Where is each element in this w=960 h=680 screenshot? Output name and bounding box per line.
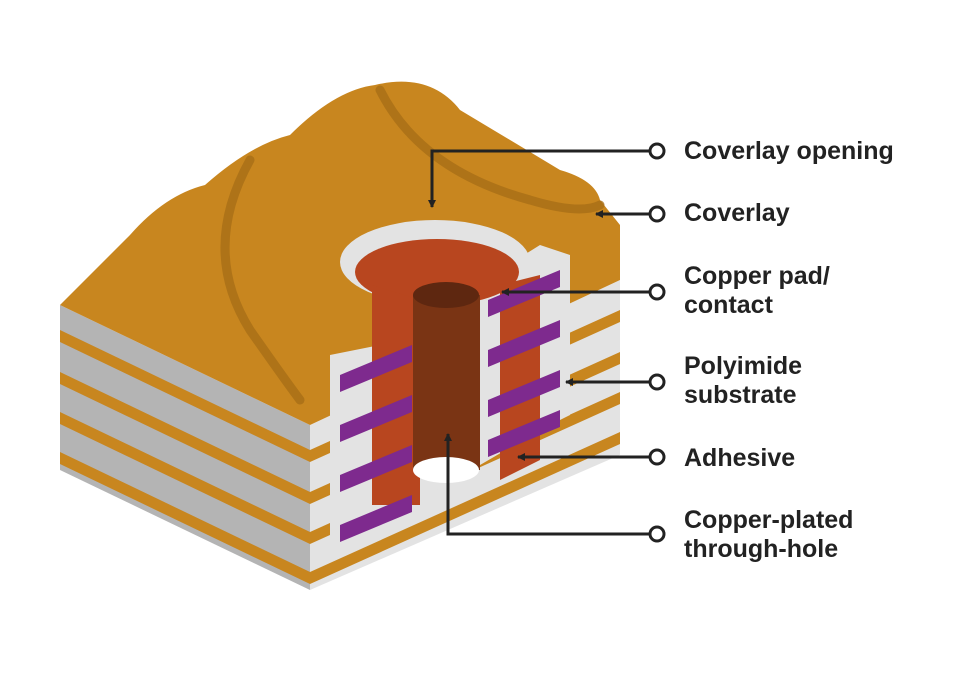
leader-through-hole bbox=[444, 433, 650, 536]
leader-coverlay-opening bbox=[428, 149, 650, 208]
through-hole bbox=[413, 295, 480, 470]
copper-pad bbox=[355, 239, 519, 305]
circle-coverlay bbox=[648, 205, 666, 223]
circle-coverlay-opening bbox=[648, 142, 666, 160]
label-copper-plated-through-hole: Copper-plated through-hole bbox=[684, 506, 854, 563]
label-adhesive: Adhesive bbox=[684, 444, 796, 472]
label-coverlay: Coverlay bbox=[684, 199, 790, 227]
label-coverlay-opening: Coverlay opening bbox=[684, 137, 894, 165]
leader-lines bbox=[428, 149, 650, 536]
left-face-layers bbox=[60, 305, 310, 590]
cutaway-section bbox=[330, 220, 570, 545]
label-polyimide-substrate: Polyimide substrate bbox=[684, 352, 803, 409]
circle-copper-pad bbox=[648, 283, 666, 301]
circle-through-hole bbox=[648, 525, 666, 543]
label-copper-pad: Copper pad/ contact bbox=[684, 262, 830, 319]
circle-polyimide bbox=[648, 373, 666, 391]
circle-adhesive bbox=[648, 448, 666, 466]
leader-circles bbox=[648, 142, 666, 543]
